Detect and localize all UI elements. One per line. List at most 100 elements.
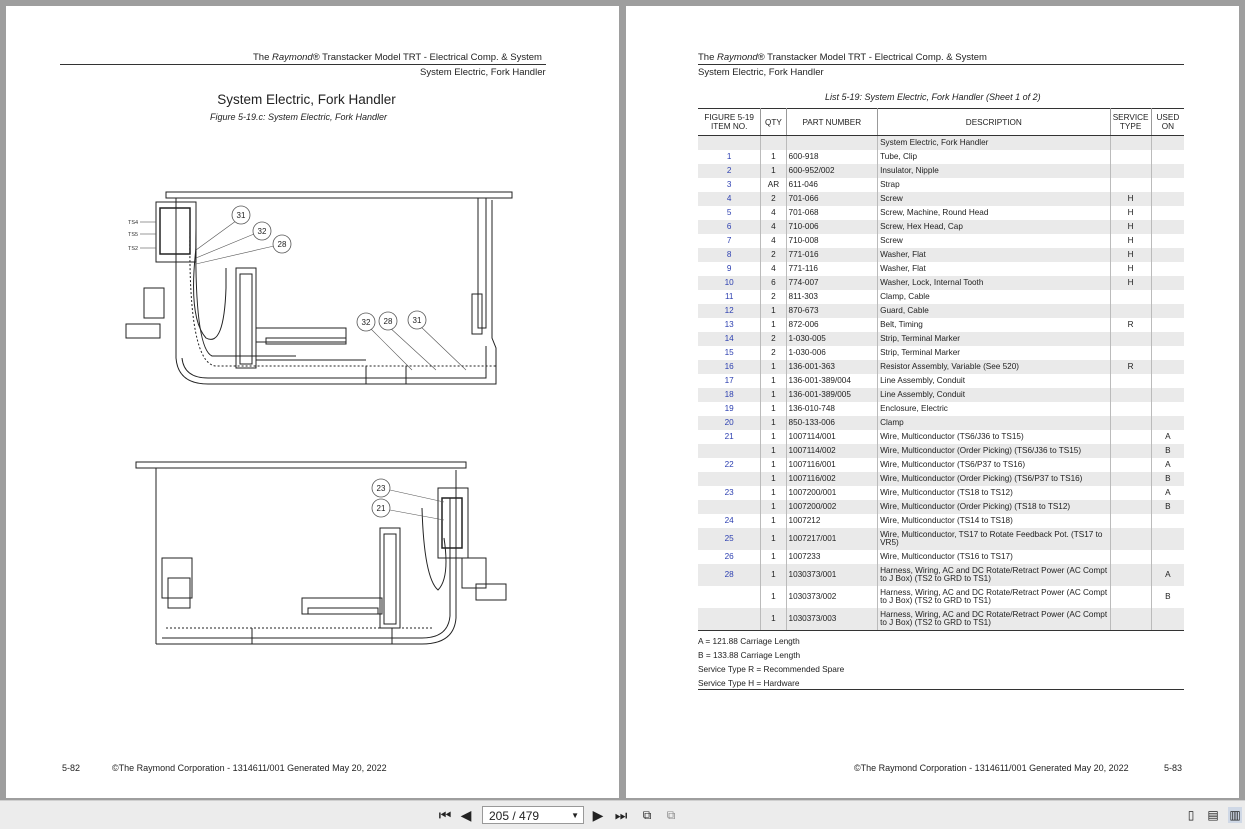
terminal-label: TS4 (128, 220, 138, 226)
table-cell[interactable]: 7 (698, 234, 762, 248)
callout-label: 31 (237, 211, 246, 220)
table-cell: 710-008 (786, 234, 879, 248)
go-forward-icon[interactable]: ⧉ (666, 808, 676, 822)
table-cell: Insulator, Nipple (877, 164, 1111, 178)
table-header-row: FIGURE 5-19 ITEM NO. QTY PART NUMBER DES… (698, 108, 1184, 136)
table-cell: B (1151, 444, 1184, 458)
table-cell (698, 472, 762, 486)
callout-circle (378, 311, 398, 331)
table-cell[interactable]: 2 (698, 164, 762, 178)
table-cell: H (1110, 234, 1152, 248)
table-cell: 701-066 (786, 192, 879, 206)
table-cell: 2 (760, 290, 787, 304)
table-cell[interactable]: 18 (698, 388, 762, 402)
prev-page-icon[interactable]: ◀ (460, 807, 472, 823)
go-back-icon[interactable]: ⧉ (642, 808, 652, 822)
table-cell[interactable]: 15 (698, 346, 762, 360)
table-cell[interactable]: 12 (698, 304, 762, 318)
table-cell (698, 135, 762, 150)
table-cell: 136-001-389/005 (786, 388, 879, 402)
table-cell: AR (760, 178, 787, 192)
callout-label: 21 (377, 504, 386, 513)
table-cell[interactable]: 6 (698, 220, 762, 234)
table-cell: Harness, Wiring, AC and DC Rotate/Retrac… (877, 608, 1111, 631)
fork-handler-bottom-view-diagram: 23 21 (135, 461, 507, 645)
table-cell[interactable]: 13 (698, 318, 762, 332)
next-page-icon[interactable]: ▶ (592, 807, 604, 823)
table-cell[interactable]: 25 (698, 528, 762, 550)
table-cell (1110, 550, 1152, 564)
note-line: B = 133.88 Carriage Length (698, 650, 801, 660)
table-cell: Screw (877, 192, 1111, 206)
footer-page-number: 5-82 (62, 763, 81, 773)
table-cell[interactable]: 5 (698, 206, 762, 220)
table-cell (1110, 304, 1152, 318)
callout-label: 28 (384, 317, 393, 326)
table-cell[interactable]: 4 (698, 192, 762, 206)
table-cell: A (1151, 486, 1184, 500)
table-cell (1151, 346, 1184, 360)
table-cell (1151, 234, 1184, 248)
table-cell (1151, 178, 1184, 192)
table-cell (1151, 135, 1184, 150)
table-cell: Clamp, Cable (877, 290, 1111, 304)
table-cell[interactable]: 3 (698, 178, 762, 192)
table-cell[interactable]: 24 (698, 514, 762, 528)
two-page-icon[interactable]: ▥ (1228, 807, 1242, 823)
table-cell: 1 (760, 360, 787, 374)
table-cell: Screw (877, 234, 1111, 248)
table-cell (760, 135, 787, 150)
table-cell: 2 (760, 248, 787, 262)
table-cell: 1 (760, 500, 787, 514)
table-cell (1110, 430, 1152, 444)
last-page-icon[interactable]: ⏭ (614, 807, 628, 823)
table-cell: System Electric, Fork Handler (877, 135, 1111, 150)
table-cell[interactable]: 1 (698, 150, 762, 164)
table-cell (1151, 550, 1184, 564)
table-cell[interactable]: 22 (698, 458, 762, 472)
table-cell[interactable]: 14 (698, 332, 762, 346)
column-header: FIGURE 5-19 ITEM NO. (698, 108, 762, 136)
table-cell (1151, 528, 1184, 550)
table-cell: B (1151, 586, 1184, 608)
table-cell (1151, 374, 1184, 388)
table-cell[interactable]: 21 (698, 430, 762, 444)
single-page-icon[interactable]: ▯ (1187, 808, 1195, 822)
table-cell[interactable]: 10 (698, 276, 762, 290)
table-cell[interactable]: 8 (698, 248, 762, 262)
table-cell[interactable]: 17 (698, 374, 762, 388)
table-cell: H (1110, 220, 1152, 234)
chevron-down-icon: ▼ (571, 811, 579, 820)
table-cell: 136-001-363 (786, 360, 879, 374)
table-cell (786, 135, 879, 150)
table-cell: 774-007 (786, 276, 879, 290)
continuous-page-icon[interactable]: ▤ (1207, 808, 1219, 822)
table-cell[interactable]: 9 (698, 262, 762, 276)
table-cell[interactable]: 23 (698, 486, 762, 500)
table-cell (1110, 444, 1152, 458)
table-cell: Washer, Lock, Internal Tooth (877, 276, 1111, 290)
table-cell[interactable]: 16 (698, 360, 762, 374)
table-cell: B (1151, 472, 1184, 486)
first-page-icon[interactable]: ⏮ (438, 807, 452, 823)
table-cell[interactable]: 11 (698, 290, 762, 304)
table-cell: Wire, Multiconductor (Order Picking) (TS… (877, 444, 1111, 458)
table-cell: 1 (760, 550, 787, 564)
table-cell[interactable]: 26 (698, 550, 762, 564)
table-cell (1110, 332, 1152, 346)
table-cell: 1 (760, 318, 787, 332)
callout-circle (371, 478, 391, 498)
table-cell[interactable]: 19 (698, 402, 762, 416)
column-header: PART NUMBER (786, 108, 879, 136)
table-cell[interactable]: 28 (698, 564, 762, 586)
table-cell: A (1151, 430, 1184, 444)
table-cell[interactable]: 20 (698, 416, 762, 430)
page-number-select[interactable]: 205 / 479▼ (482, 806, 584, 824)
